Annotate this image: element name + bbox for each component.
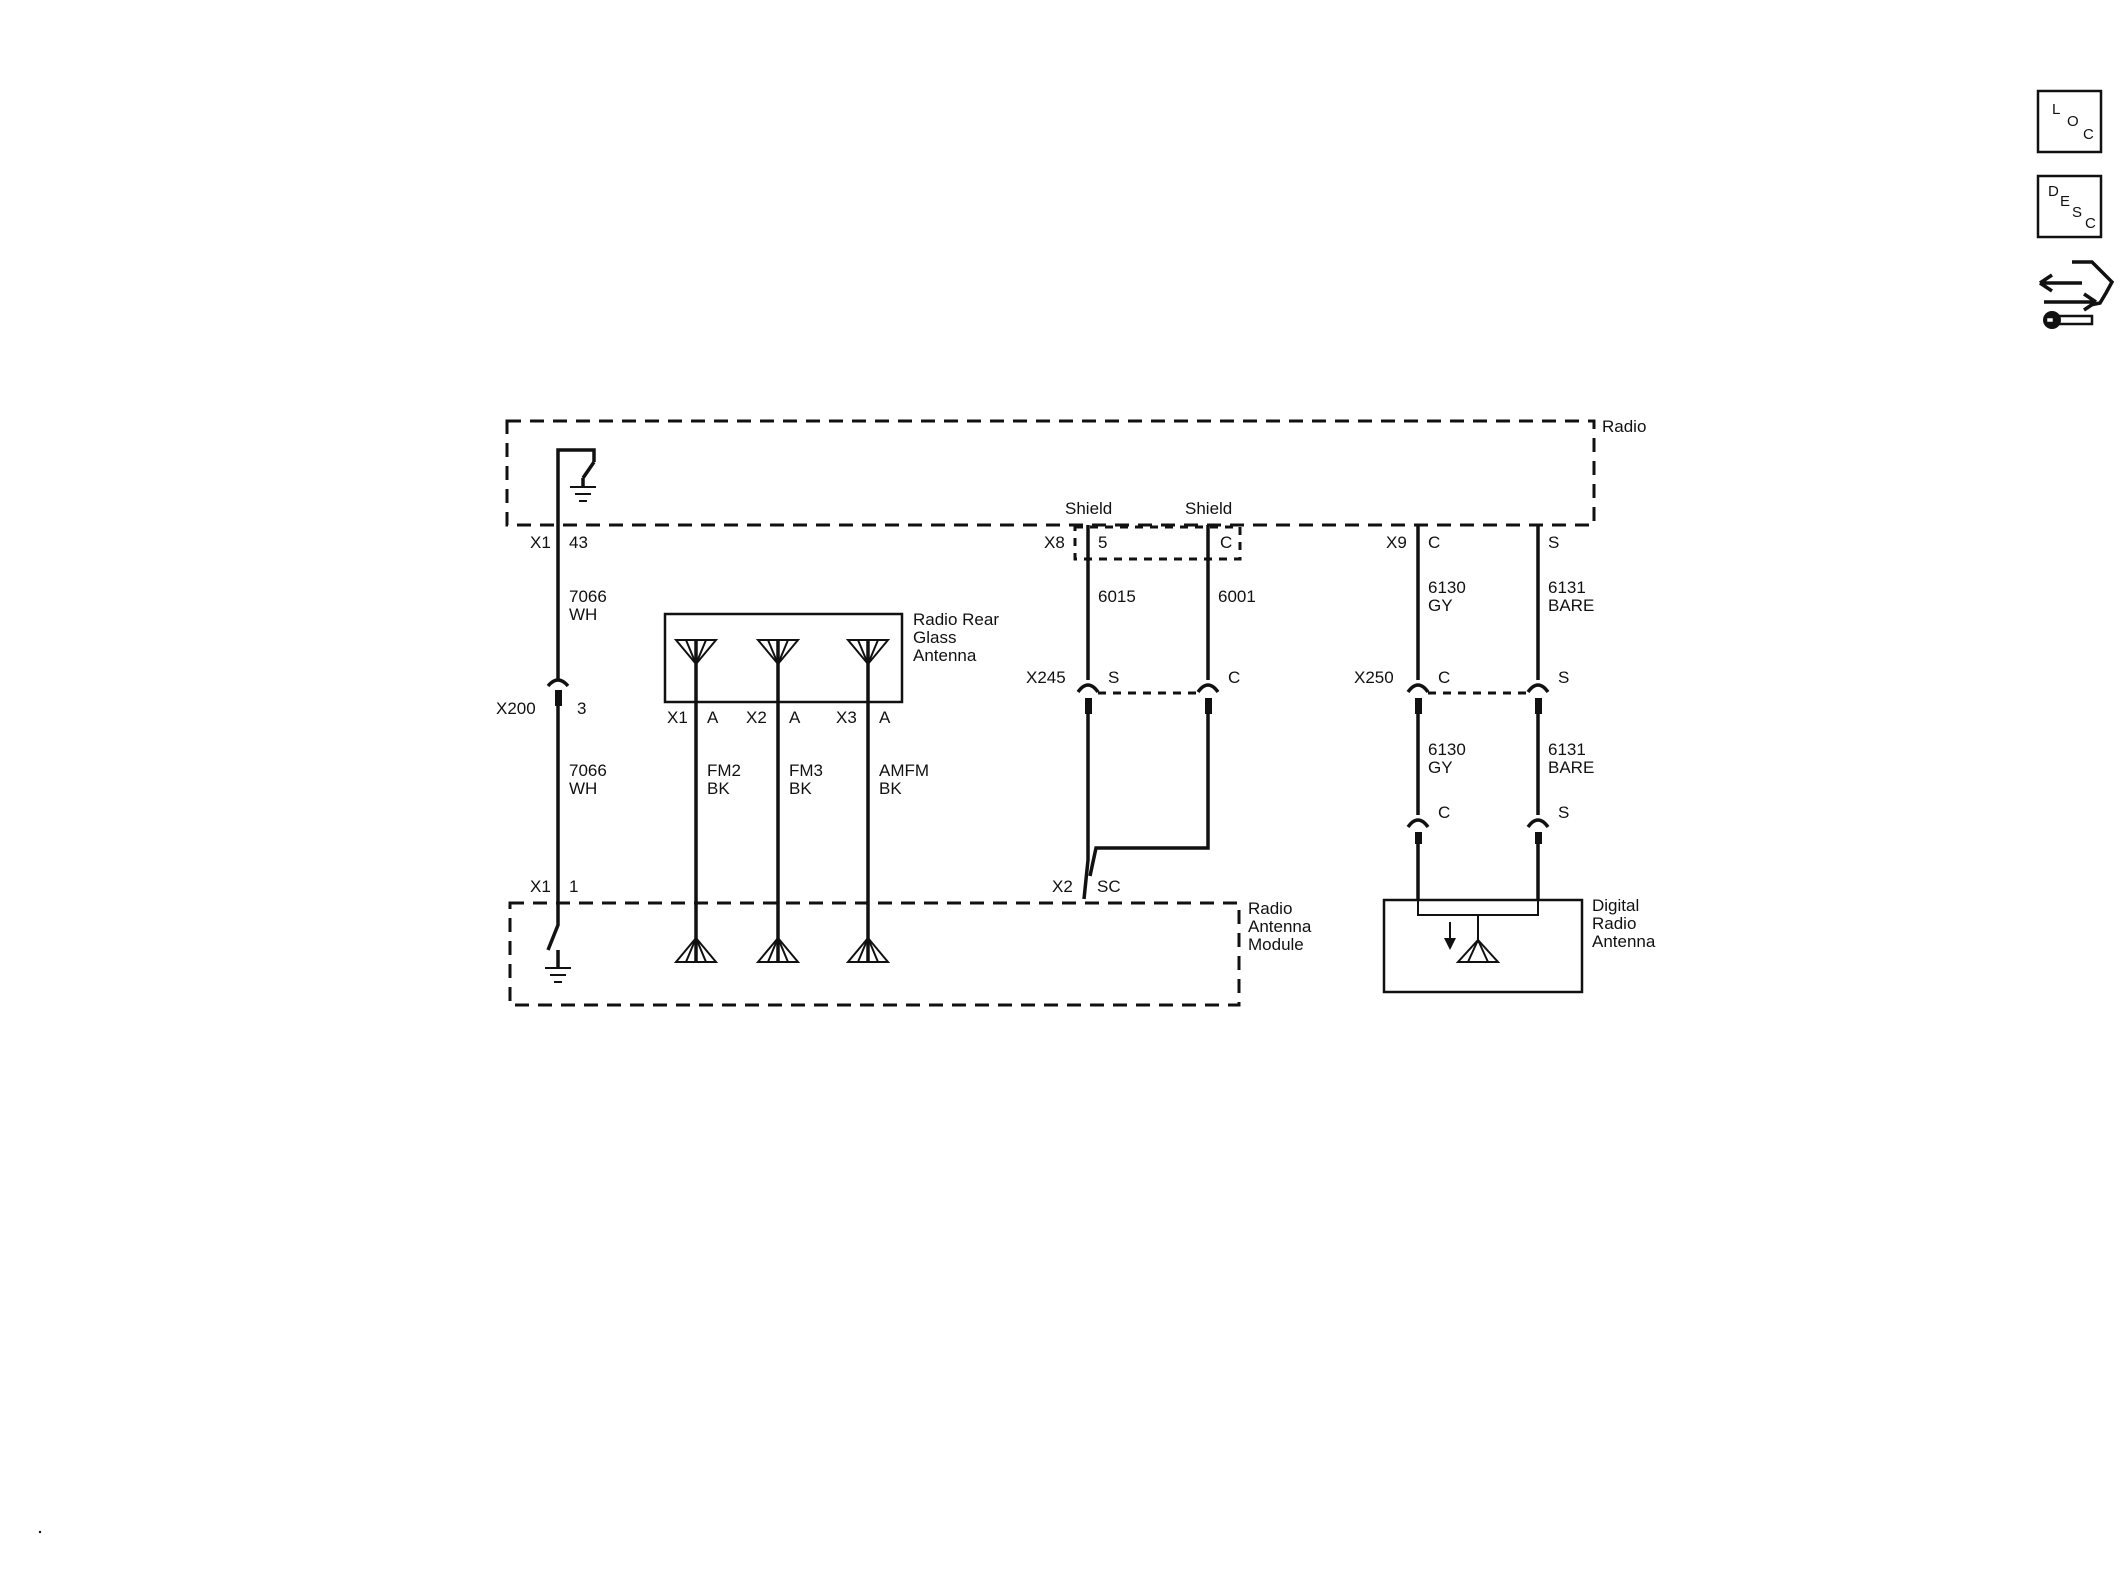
- desc-letter-2: E: [2060, 193, 2070, 210]
- wire-fm2-color: BK: [707, 779, 730, 798]
- desc-letter-4: C: [2085, 215, 2096, 232]
- wire-6130-b-circuit: 6130: [1428, 740, 1466, 759]
- da-pin-a: C: [1438, 803, 1450, 822]
- x250-connector-icon: [1406, 683, 1550, 714]
- x1-module-pin: 1: [569, 877, 578, 896]
- x1-radio-conn: X1: [530, 533, 551, 552]
- desc-letter-3: S: [2072, 204, 2082, 221]
- x1-module-conn: X1: [530, 877, 551, 896]
- module-label-1: Radio: [1248, 899, 1292, 918]
- module-antenna-icon-1: [673, 935, 719, 963]
- wire-7066-b-color: WH: [569, 779, 597, 798]
- rg-pin-1-pin: A: [707, 708, 719, 727]
- rg-pin-1-conn: X1: [667, 708, 688, 727]
- digital-label-2: Radio: [1592, 914, 1636, 933]
- rg-pin-2-conn: X2: [746, 708, 767, 727]
- x245-pin-a: S: [1108, 668, 1119, 687]
- module-label-3: Module: [1248, 935, 1304, 954]
- wire-6130-a-color: GY: [1428, 596, 1453, 615]
- x200-pin: 3: [577, 699, 586, 718]
- loc-letter-3: C: [2083, 126, 2094, 143]
- x245-connector-icon: [1076, 683, 1220, 714]
- x2-pin: SC: [1097, 877, 1121, 896]
- loc-letter-2: O: [2067, 113, 2079, 130]
- wire-6131-a-color: BARE: [1548, 596, 1594, 615]
- repair-procedure-button[interactable]: [2032, 250, 2115, 335]
- x8-shield-box: [1073, 525, 1242, 561]
- rg-pin-2-pin: A: [789, 708, 801, 727]
- radio-box: [505, 419, 1596, 527]
- wire-6131-a-circuit: 6131: [1548, 578, 1586, 597]
- digital-antenna-icon: [1417, 900, 1539, 963]
- description-button[interactable]: D E S C: [2036, 174, 2103, 239]
- wire-7066-b-circuit: 7066: [569, 761, 607, 780]
- x250-pin-b: S: [1558, 668, 1569, 687]
- wire-6001-label: 6001: [1218, 587, 1256, 606]
- radio-label: Radio: [1602, 417, 1646, 436]
- wire-6131-b-circuit: 6131: [1548, 740, 1586, 759]
- desc-letter-1: D: [2048, 183, 2059, 200]
- x8-pin-a: 5: [1098, 533, 1107, 552]
- digital-antenna-connector-icon: [1406, 818, 1550, 844]
- rg-pin-3-pin: A: [879, 708, 891, 727]
- rear-glass-label-3: Antenna: [913, 646, 977, 665]
- x2-conn: X2: [1052, 877, 1073, 896]
- stray-dot: [38, 1530, 42, 1534]
- wire-fm3-color: BK: [789, 779, 812, 798]
- da-pin-b: S: [1558, 803, 1569, 822]
- wire-6001-lower: [1088, 714, 1210, 877]
- wire-amfm-color: BK: [879, 779, 902, 798]
- wire-6131-b-color: BARE: [1548, 758, 1594, 777]
- x9-pin-a: C: [1428, 533, 1440, 552]
- loc-letter-1: L: [2052, 101, 2060, 118]
- wire-fm3-name: FM3: [789, 761, 823, 780]
- wire-6015-label: 6015: [1098, 587, 1136, 606]
- digital-label-1: Digital: [1592, 896, 1639, 915]
- rear-glass-label-2: Glass: [913, 628, 956, 647]
- repair-wrench-arrow-icon: [2039, 260, 2115, 329]
- wire-7066-a-circuit: 7066: [569, 587, 607, 606]
- module-ground-icon: [545, 910, 571, 983]
- wire-fm2-name: FM2: [707, 761, 741, 780]
- location-button[interactable]: L O C: [2036, 89, 2103, 154]
- wire-6015-lower: [1082, 714, 1090, 900]
- x8-pin-b: C: [1220, 533, 1232, 552]
- x250-pin-a: C: [1438, 668, 1450, 687]
- x200-conn: X200: [496, 699, 536, 718]
- rear-glass-antenna-box: [663, 612, 904, 704]
- x245-pin-b: C: [1228, 668, 1240, 687]
- digital-radio-antenna-box: [1382, 898, 1584, 994]
- digital-label-3: Antenna: [1592, 932, 1656, 951]
- wire-7066-a-color: WH: [569, 605, 597, 624]
- x9-pin-b: S: [1548, 533, 1559, 552]
- rear-glass-label-1: Radio Rear: [913, 610, 999, 629]
- x8-conn: X8: [1044, 533, 1065, 552]
- module-label-2: Antenna: [1248, 917, 1312, 936]
- x9-conn: X9: [1386, 533, 1407, 552]
- rg-pin-3-conn: X3: [836, 708, 857, 727]
- shield-label-2: Shield: [1185, 499, 1232, 518]
- shield-label-1: Shield: [1065, 499, 1112, 518]
- module-antenna-icon-2: [755, 935, 801, 963]
- wire-6130-b-color: GY: [1428, 758, 1453, 777]
- x245-conn: X245: [1026, 668, 1066, 687]
- module-antenna-icon-3: [845, 935, 891, 963]
- wire-amfm-name: AMFM: [879, 761, 929, 780]
- x250-conn: X250: [1354, 668, 1394, 687]
- x1-radio-pin: 43: [569, 533, 588, 552]
- x200-connector-icon: [546, 678, 570, 706]
- radio-ground-icon: [556, 448, 596, 525]
- wire-6130-a-circuit: 6130: [1428, 578, 1466, 597]
- radio-antenna-module-box: [508, 901, 1241, 1007]
